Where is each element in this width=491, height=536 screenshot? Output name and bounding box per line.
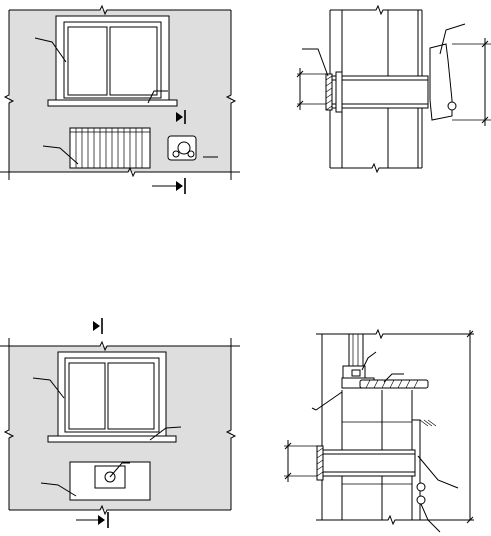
leader-window xyxy=(32,377,65,399)
window-sash-left xyxy=(67,26,108,96)
dimension-line xyxy=(284,440,317,482)
leader-inspection xyxy=(109,462,130,478)
inspection-hole xyxy=(104,471,116,483)
sleeve-flange xyxy=(335,71,343,113)
window-sash-left xyxy=(68,362,106,430)
section-cut-marker xyxy=(76,512,109,528)
outer-window-sill xyxy=(315,391,343,411)
section-cut-marker xyxy=(176,110,186,124)
wall-outline-bottom xyxy=(9,504,231,516)
wall-sleeve xyxy=(331,75,429,109)
window-reveal xyxy=(57,351,167,441)
view-section-radiator xyxy=(296,4,491,174)
outlet-pin-left xyxy=(172,150,180,158)
wall-outline-left xyxy=(3,10,15,180)
leader-window xyxy=(34,37,67,63)
wall-outline-top xyxy=(9,4,231,16)
window-sash-right xyxy=(109,26,158,96)
section-cut-marker xyxy=(152,178,186,194)
view-section-basin xyxy=(284,328,474,533)
leader-plaster xyxy=(302,48,329,77)
leader-frame xyxy=(361,351,377,371)
section-wall-top-break xyxy=(316,328,474,340)
view-elevation-radiator xyxy=(0,4,240,194)
pipe-fitting-upper xyxy=(416,482,426,492)
wall-outline-right xyxy=(225,10,237,180)
view-elevation-basin xyxy=(0,318,240,528)
window-reveal xyxy=(55,15,170,107)
outlet-ring xyxy=(177,141,191,155)
window-frame xyxy=(64,357,160,433)
leader-panel xyxy=(40,482,77,497)
outlet-box xyxy=(167,135,197,161)
hatch-pattern xyxy=(325,75,333,111)
dimension-line xyxy=(296,68,326,110)
frame-detail xyxy=(351,369,361,377)
dimension-line xyxy=(452,38,491,126)
radiator-sections xyxy=(70,128,150,168)
section-cut-marker xyxy=(93,318,103,334)
leader-sill xyxy=(147,90,168,104)
inner-window-sill xyxy=(359,379,429,389)
wall-outline-top xyxy=(0,340,240,352)
window-sill xyxy=(47,435,177,443)
window-sash-right xyxy=(107,362,155,430)
wall-outline-right xyxy=(225,338,237,510)
window-sill xyxy=(47,99,178,107)
leader-fitting xyxy=(420,503,441,533)
radiator-body xyxy=(69,127,151,169)
leader-radiator-profile xyxy=(439,23,466,55)
radiator-valve xyxy=(447,101,457,111)
leader-sill xyxy=(383,373,404,383)
outer-sill-return xyxy=(311,407,317,411)
hatch-pattern xyxy=(419,419,437,427)
section-wall-bottom-break xyxy=(330,162,422,174)
outlet-pin-right xyxy=(187,150,195,158)
section-wall-top-break xyxy=(330,4,422,16)
leader-pipe xyxy=(417,455,459,489)
section-wall-bottom-break xyxy=(316,514,474,526)
hatch-pattern xyxy=(316,447,324,477)
leader-sill xyxy=(149,426,182,441)
pipe-fitting-lower xyxy=(416,495,426,505)
frame-mullion xyxy=(348,333,364,369)
wall-outline-bottom xyxy=(0,166,240,178)
wall-outline-left xyxy=(3,338,15,510)
leader-radiator xyxy=(42,145,79,165)
dimension-line xyxy=(428,330,474,524)
